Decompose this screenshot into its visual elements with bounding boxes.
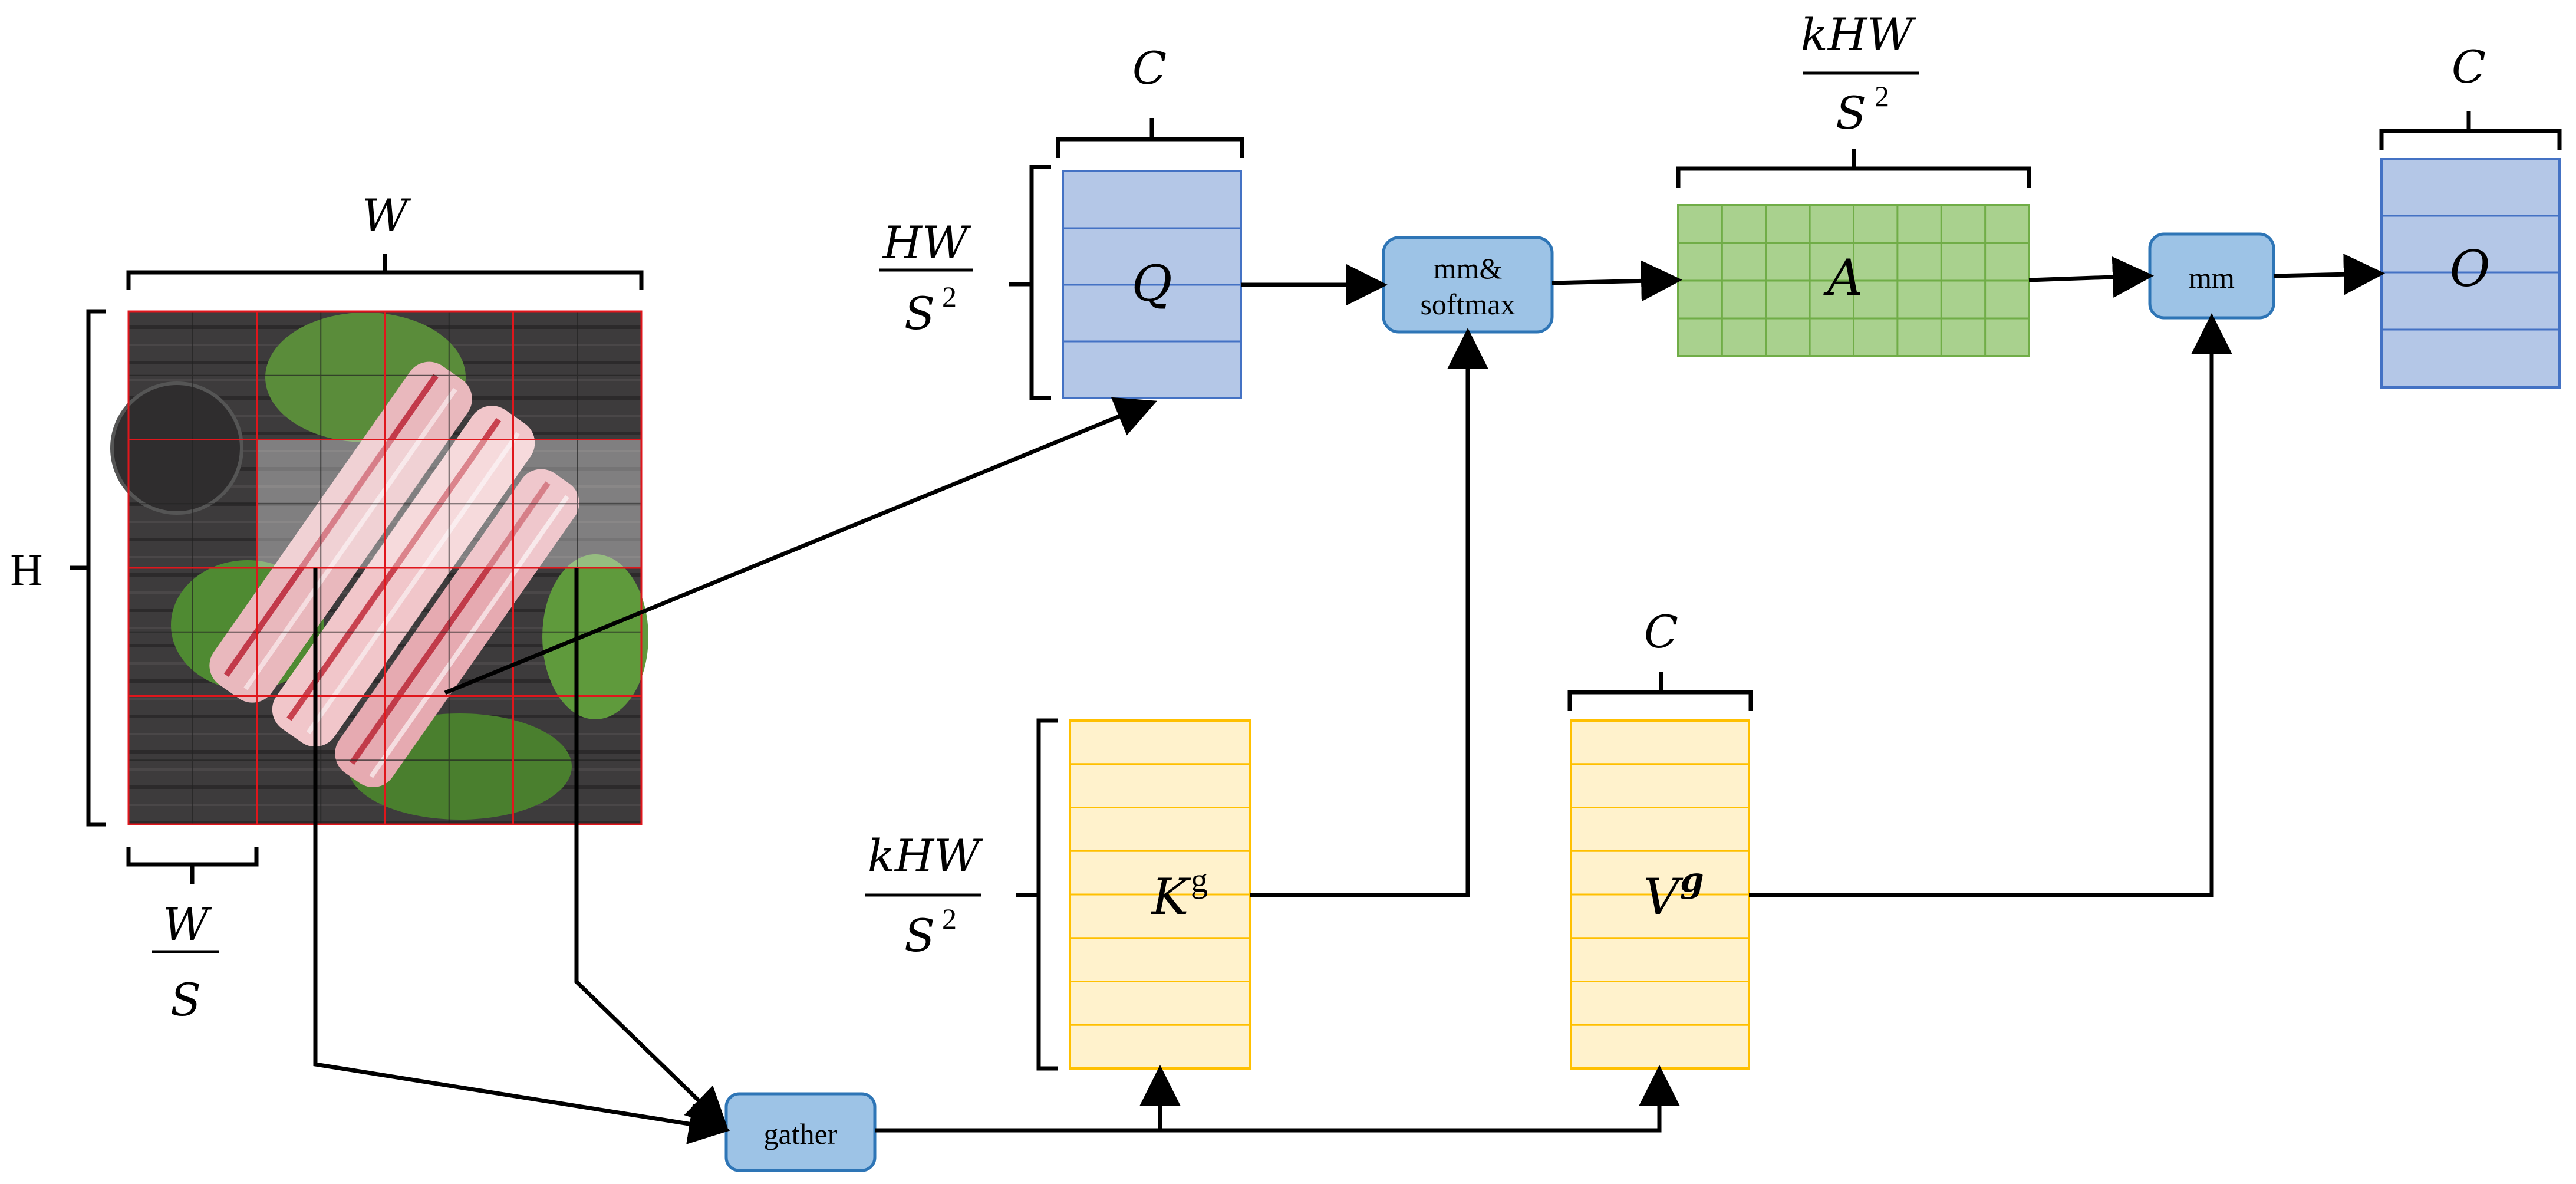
query-label: Q xyxy=(1132,255,1172,313)
value-label: V xyxy=(1643,868,1684,926)
key-matrix xyxy=(1069,719,1251,1070)
cell-width-denominator: S xyxy=(170,973,201,1026)
arrow-region-to-query xyxy=(444,397,1157,695)
value-width-label: C xyxy=(1644,606,1678,658)
region-grid xyxy=(129,311,641,824)
arrow-attention-to-mm xyxy=(2028,256,2154,298)
key-rows-denominator-sup: 2 xyxy=(942,902,957,935)
attention-width-denominator-sup: 2 xyxy=(1875,80,1889,113)
value-matrix xyxy=(1570,719,1750,1070)
query-rows-denominator: S xyxy=(904,287,935,340)
image-meat xyxy=(209,361,579,788)
image-bowl xyxy=(110,381,243,515)
arrow-mm-to-output xyxy=(2273,254,2385,295)
mm-softmax-label-line1: mm& xyxy=(1434,252,1503,285)
arrow-value-to-mm xyxy=(1749,313,2232,897)
image-lettuce-right xyxy=(542,554,648,719)
gather-label: gather xyxy=(764,1117,838,1150)
output-label: O xyxy=(2450,240,2491,298)
attention-label: A xyxy=(1823,249,1863,307)
output-width-label: C xyxy=(2452,41,2486,93)
cell-width-brace xyxy=(126,847,259,884)
attention-width-denominator: S xyxy=(1836,87,1866,139)
arrow-region-a-to-gather xyxy=(313,568,730,1144)
arrow-gather-to-key xyxy=(875,1065,1181,1133)
input-image-group xyxy=(110,310,648,825)
key-rows-brace xyxy=(1016,718,1058,1071)
query-rows-numerator: HW xyxy=(882,216,971,269)
attention-width-brace xyxy=(1676,149,2031,188)
query-matrix xyxy=(1062,170,1242,399)
key-rows-numerator: kHW xyxy=(868,830,983,882)
key-label-sup: g xyxy=(1191,861,1208,899)
query-rows-denominator-sup: 2 xyxy=(942,280,957,313)
mm-label: mm xyxy=(2189,261,2235,294)
value-width-brace xyxy=(1567,672,1753,711)
query-rows-brace xyxy=(1009,165,1051,400)
arrows xyxy=(313,254,2385,1144)
image-height-label: H xyxy=(11,545,43,595)
output-matrix xyxy=(2380,158,2561,389)
arrow-mm-softmax-to-attention xyxy=(1551,260,1682,302)
cell-width-numerator: W xyxy=(163,898,212,951)
image-width-label: W xyxy=(362,189,411,242)
image-width-brace xyxy=(126,254,644,290)
key-rows-denominator: S xyxy=(904,909,935,962)
query-width-brace xyxy=(1056,118,1244,158)
arrow-gather-to-value xyxy=(1160,1065,1680,1133)
output-width-brace xyxy=(2379,111,2562,150)
mm-softmax-label-line2: softmax xyxy=(1420,288,1515,321)
arrow-key-to-mm-softmax xyxy=(1250,328,1488,897)
query-width-label: C xyxy=(1132,42,1167,94)
arrow-region-b-to-gather xyxy=(574,568,729,1129)
image-height-brace xyxy=(70,309,106,827)
attention-width-numerator: kHW xyxy=(1801,8,1916,61)
key-label: K xyxy=(1151,868,1191,926)
value-label-sup: g xyxy=(1680,860,1704,900)
attention-matrix xyxy=(1677,204,2030,357)
image-border xyxy=(127,310,643,825)
